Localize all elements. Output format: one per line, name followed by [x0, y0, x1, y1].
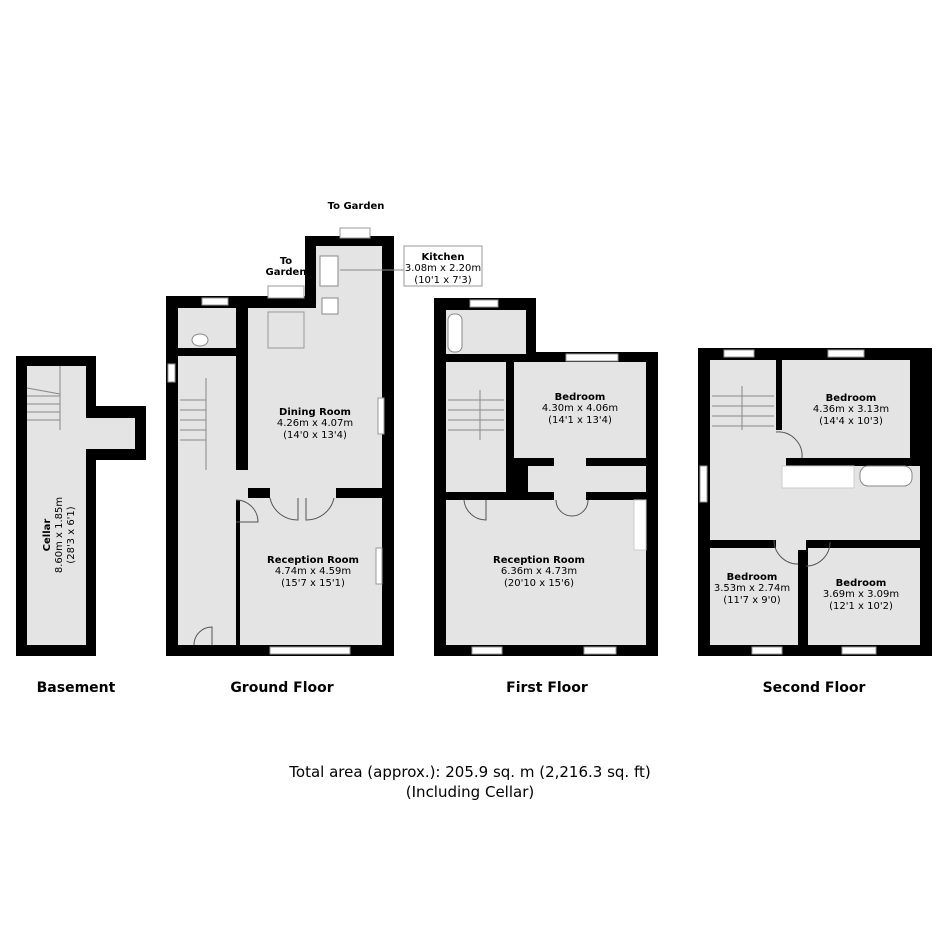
- room-label-text: 6.36m x 4.73m: [501, 566, 577, 577]
- bath-icon: [859, 465, 913, 487]
- room-label-text: (20'10 x 15'6): [504, 578, 574, 589]
- room-label-text: 3.69m x 3.09m: [823, 589, 899, 600]
- kitchen-label-box: [403, 245, 483, 287]
- room-label-text: (14'1 x 13'4): [548, 415, 612, 426]
- room-label-text: To: [280, 256, 292, 267]
- basement-label: Basement: [37, 680, 116, 696]
- room-label-text: Kitchen: [422, 252, 465, 263]
- stairs-icon: [448, 390, 504, 440]
- room-label-text: 4.74m x 4.59m: [275, 566, 351, 577]
- room-label-text: 3.08m x 2.20m: [405, 263, 481, 274]
- room-label-text: (15'7 x 15'1): [281, 578, 345, 589]
- room-label-text: 4.30m x 4.06m: [542, 403, 618, 414]
- stairs-icon: [26, 366, 61, 430]
- room-label-text: Bedroom: [727, 572, 778, 583]
- stairs-icon: [180, 378, 207, 470]
- room-label-text: 4.26m x 4.07m: [277, 418, 353, 429]
- garden-door-left[interactable]: [267, 285, 305, 299]
- room-label-text: (14'0 x 13'4): [283, 430, 347, 441]
- first-floor-plan: Bedroom 4.30m x 4.06m (14'1 x 13'4) Rece…: [434, 298, 658, 696]
- second-floor-plan: Bedroom 4.36m x 3.13m (14'4 x 10'3) Bedr…: [698, 348, 932, 696]
- room-label-text: Bedroom: [555, 392, 606, 403]
- room-label-text: Reception Room: [267, 555, 359, 566]
- room-label-text: (11'7 x 9'0): [723, 595, 780, 606]
- room-label-text: Cellar: [42, 519, 53, 552]
- table-icon: [267, 311, 305, 349]
- basement-plan: Cellar 8.60m x 1.85m (28'3 x 6'1): [16, 356, 146, 656]
- hob-icon: [321, 297, 339, 315]
- room-label-text: First Floor: [506, 680, 588, 696]
- room-label-text: To Garden: [328, 201, 385, 212]
- sink-icon: [319, 255, 339, 287]
- room-label-text: Second Floor: [763, 680, 866, 696]
- room-label-text: 3.53m x 2.74m: [714, 583, 790, 594]
- room-label-text: 4.36m x 3.13m: [813, 404, 889, 415]
- bath-icon: [447, 313, 463, 353]
- room-label-text: Dining Room: [279, 407, 351, 418]
- garden-door-top[interactable]: [339, 227, 371, 239]
- room-label-text: (28'3 x 6'1): [66, 506, 77, 563]
- total-area-note: (Including Cellar): [406, 783, 534, 801]
- room-label-text: Bedroom: [836, 578, 887, 589]
- room-label-text: Ground Floor: [230, 680, 333, 696]
- total-area: Total area (approx.): 205.9 sq. m (2,216…: [288, 763, 650, 781]
- room-label-text: (12'1 x 10'2): [829, 601, 893, 612]
- cellar-label: Cellar 8.60m x 1.85m (28'3 x 6'1): [42, 497, 77, 573]
- room-label-text: 8.60m x 1.85m: [54, 497, 65, 573]
- ground-floor-plan: Kitchen 3.08m x 2.20m (10'1 x 7'3) To Ga…: [166, 201, 483, 696]
- room-label-text: (14'4 x 10'3): [819, 416, 883, 427]
- stairs-icon: [712, 386, 774, 430]
- room-label-text: (10'1 x 7'3): [414, 275, 471, 286]
- room-label-text: Reception Room: [493, 555, 585, 566]
- room-label-text: Garden: [266, 267, 307, 278]
- room-label-text: Bedroom: [826, 393, 877, 404]
- toilet-icon: [191, 333, 209, 347]
